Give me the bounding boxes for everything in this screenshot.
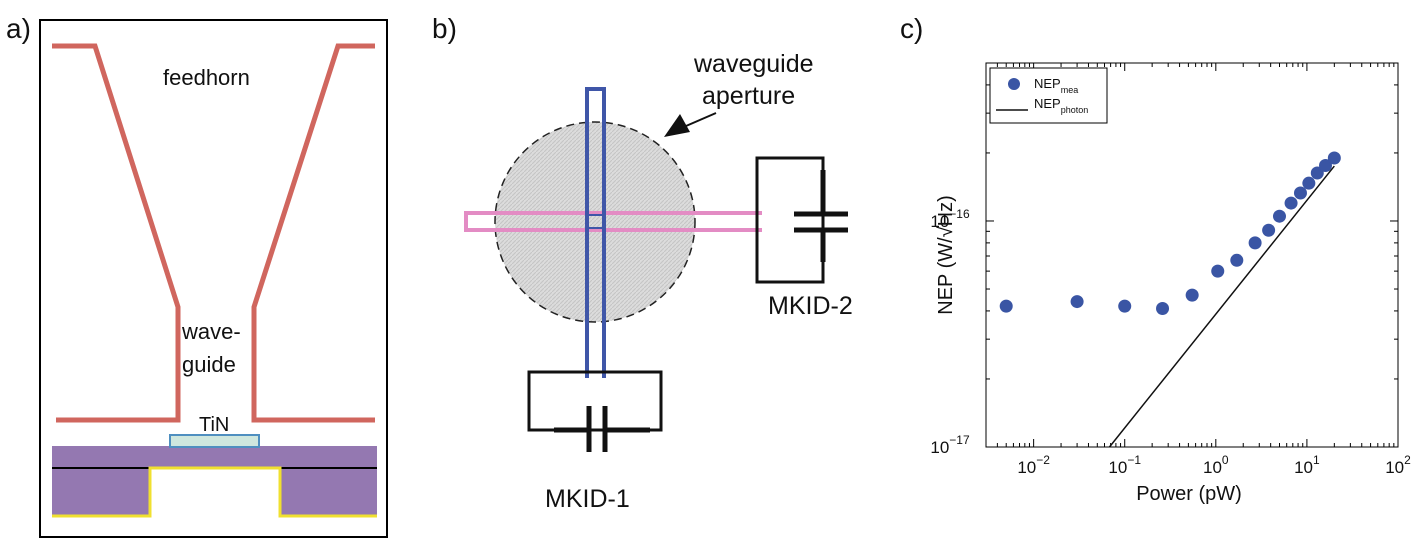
panel-b: b) MKID-1 MKID-2 waveguide aperture xyxy=(432,13,853,513)
data-point-mea xyxy=(1211,264,1225,278)
tin-film xyxy=(169,434,260,448)
x-tick-label: 101 xyxy=(1294,453,1320,477)
y-tick-label: 10−17 xyxy=(930,433,970,457)
aperture-arrow-shaft xyxy=(685,112,717,127)
data-point-mea xyxy=(1248,236,1262,250)
x-tick-label: 10−2 xyxy=(1017,453,1050,477)
backshort-yellow-line xyxy=(52,466,377,518)
feedhorn-label: feedhorn xyxy=(163,65,250,90)
panel-c: c) 10−2 10−1 100 101 102 10−17 10−16 Power (pW… xyxy=(900,13,1411,505)
series-line-photon xyxy=(1108,165,1335,448)
data-point-mea xyxy=(1302,176,1316,190)
x-tick-label: 100 xyxy=(1203,453,1229,477)
data-point-mea xyxy=(999,299,1013,313)
data-point-mea xyxy=(1319,158,1333,172)
data-point-mea xyxy=(1118,299,1132,313)
mkid2-resonator xyxy=(755,156,848,284)
legend: NEPmea NEPphoton xyxy=(989,67,1108,124)
data-point-mea xyxy=(1156,301,1170,315)
panel-a-label: a) xyxy=(6,13,31,44)
panel-c-label: c) xyxy=(900,13,923,44)
plot-series xyxy=(999,151,1341,448)
data-point-mea xyxy=(1284,196,1298,210)
feedhorn-right-wall xyxy=(251,43,375,423)
axis-ticks: 10−2 10−1 100 101 102 10−17 10−16 xyxy=(930,63,1411,477)
substrate xyxy=(52,446,377,516)
tin-label: TiN xyxy=(199,414,229,436)
data-point-mea xyxy=(1070,295,1084,309)
legend-entry-photon: NEPphoton xyxy=(1034,96,1088,115)
data-point-mea xyxy=(1185,288,1199,302)
legend-marker-mea xyxy=(1008,78,1020,90)
x-tick-label: 102 xyxy=(1385,453,1411,477)
aperture-label-line2: aperture xyxy=(702,82,795,110)
plot-frame xyxy=(985,62,1399,448)
aperture-label-line1: waveguide xyxy=(693,50,814,78)
data-point-mea xyxy=(1327,151,1341,165)
aperture-arrow-head xyxy=(664,114,690,137)
mkid1-label: MKID-1 xyxy=(545,485,630,513)
data-point-mea xyxy=(1272,209,1286,223)
waveguide-label-line2: guide xyxy=(182,352,236,377)
data-point-mea xyxy=(1262,223,1276,237)
y-axis-label: NEP (W/√Hz) xyxy=(935,195,957,315)
panel-b-label: b) xyxy=(432,13,457,44)
mkid1-blue-line xyxy=(585,87,606,378)
y-tick-label: 10−16 xyxy=(930,207,970,231)
legend-entry-mea: NEPmea xyxy=(1034,76,1078,95)
x-tick-label: 10−1 xyxy=(1108,453,1141,477)
feedhorn-left-wall xyxy=(52,43,181,423)
waveguide-label-line1: wave- xyxy=(181,319,241,344)
data-point-mea xyxy=(1230,253,1244,267)
x-axis-label: Power (pW) xyxy=(1136,483,1242,505)
mkid1-resonator xyxy=(527,370,663,452)
mkid2-label: MKID-2 xyxy=(768,292,853,320)
mkid2-pink-line xyxy=(464,211,762,232)
data-point-mea xyxy=(1310,166,1324,180)
data-point-mea xyxy=(1293,186,1307,200)
panel-a: a) feedhorn wave- guide TiN xyxy=(6,13,388,538)
legend-box xyxy=(989,67,1108,124)
waveguide-aperture xyxy=(494,121,696,323)
